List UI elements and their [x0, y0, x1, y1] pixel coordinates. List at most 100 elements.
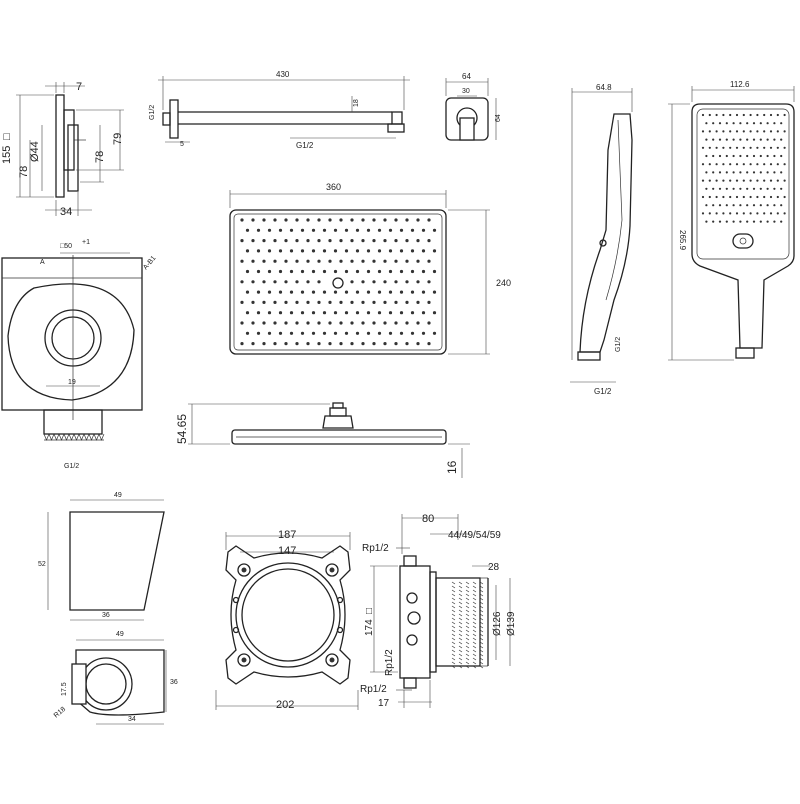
dim-hand-width: 112.6 [730, 80, 750, 89]
dim-78-right: 78 [94, 151, 106, 163]
nozzle [769, 195, 773, 199]
nozzle [377, 311, 382, 315]
nozzle [240, 280, 244, 284]
nozzle [300, 311, 305, 315]
nozzle [278, 249, 283, 253]
nozzle [256, 269, 261, 274]
dim-flange-prefix: □ [1, 133, 13, 140]
nozzle [701, 130, 705, 133]
nozzle [735, 179, 739, 182]
nozzle [383, 342, 387, 346]
nozzle [410, 311, 415, 315]
nozzle [328, 300, 332, 304]
nozzle [732, 138, 735, 141]
nozzle [399, 311, 404, 315]
dim-flange-inner: 30 [462, 88, 470, 95]
nozzle [776, 146, 779, 149]
hand-shower-side-view: 64.8 G1/2 G1/2 [570, 83, 633, 396]
body-rp-top: Rp1/2 [362, 543, 389, 554]
nozzle [759, 204, 762, 207]
nozzle [295, 218, 299, 222]
dim-flange-diameter: Ø44 [29, 141, 41, 162]
nozzle [350, 259, 354, 263]
nozzle [284, 218, 288, 222]
nozzle [328, 259, 332, 263]
nozzle [284, 321, 288, 325]
nozzle [399, 228, 404, 232]
nozzle [355, 331, 360, 335]
thread-tooth [43, 433, 50, 441]
nozzle [776, 195, 779, 199]
nozzle [383, 218, 387, 222]
nozzle [267, 249, 272, 253]
thread-tooth [98, 433, 105, 441]
nozzle [317, 218, 321, 222]
nozzle [735, 212, 739, 215]
nozzle [399, 249, 404, 253]
nozzle [278, 311, 283, 315]
nozzle [251, 300, 255, 304]
nozzle [306, 342, 310, 346]
nozzle [361, 342, 365, 346]
nozzle [427, 342, 431, 346]
nozzle [763, 146, 766, 149]
nozzle [739, 154, 742, 158]
hatch-mark [451, 613, 456, 617]
nozzle [766, 122, 769, 125]
nozzle [421, 249, 426, 253]
nozzle [372, 280, 376, 284]
nozzle [769, 212, 773, 215]
dim-frame-bottom: 202 [276, 699, 294, 711]
thread-tooth [78, 433, 85, 441]
nozzle [262, 342, 266, 346]
dim-frame-outer: 187 [278, 529, 296, 541]
nozzle [715, 113, 718, 117]
nozzle [739, 187, 742, 190]
nozzle [311, 249, 316, 253]
nozzle [350, 239, 354, 243]
nozzle [715, 130, 718, 133]
nozzle [746, 204, 749, 207]
nozzle [749, 130, 752, 133]
outlet-section-a: A [40, 259, 45, 266]
nozzle [405, 300, 409, 304]
dim-body-80: 80 [422, 513, 434, 525]
nozzle [742, 163, 745, 166]
nozzle [715, 163, 718, 166]
nozzle [783, 146, 786, 149]
hatch-mark [472, 625, 477, 629]
nozzle [328, 321, 332, 325]
nozzle [251, 259, 255, 263]
nozzle [372, 259, 376, 263]
hatch-mark [451, 665, 456, 669]
hatch-mark [451, 601, 456, 605]
hatch-mark [458, 585, 463, 589]
bolt-hole [237, 563, 251, 577]
nozzle [289, 290, 294, 294]
nozzle [722, 163, 725, 166]
hatch-mark [451, 593, 456, 597]
nozzle [752, 220, 756, 223]
nozzle [705, 122, 708, 125]
nozzle [383, 239, 387, 243]
nozzle [394, 239, 398, 243]
nozzle [722, 113, 725, 117]
nozzle [388, 249, 393, 253]
nozzle [749, 113, 752, 117]
hatch-mark [472, 661, 477, 665]
nozzle [317, 321, 321, 325]
nozzle [355, 249, 360, 253]
nozzle [712, 220, 715, 223]
nozzle [388, 290, 393, 294]
nozzle [729, 212, 732, 215]
nozzle [705, 171, 708, 174]
hatch-mark [479, 605, 484, 609]
dim-holder-base: 36 [102, 612, 110, 619]
dim-overhead-width: 360 [326, 182, 341, 192]
hatch-mark [479, 633, 484, 637]
nozzle [355, 269, 360, 274]
nozzle [240, 342, 244, 346]
nozzle [245, 290, 250, 294]
hatch-mark [465, 589, 470, 593]
dim-holder-top-36: 36 [170, 679, 178, 686]
